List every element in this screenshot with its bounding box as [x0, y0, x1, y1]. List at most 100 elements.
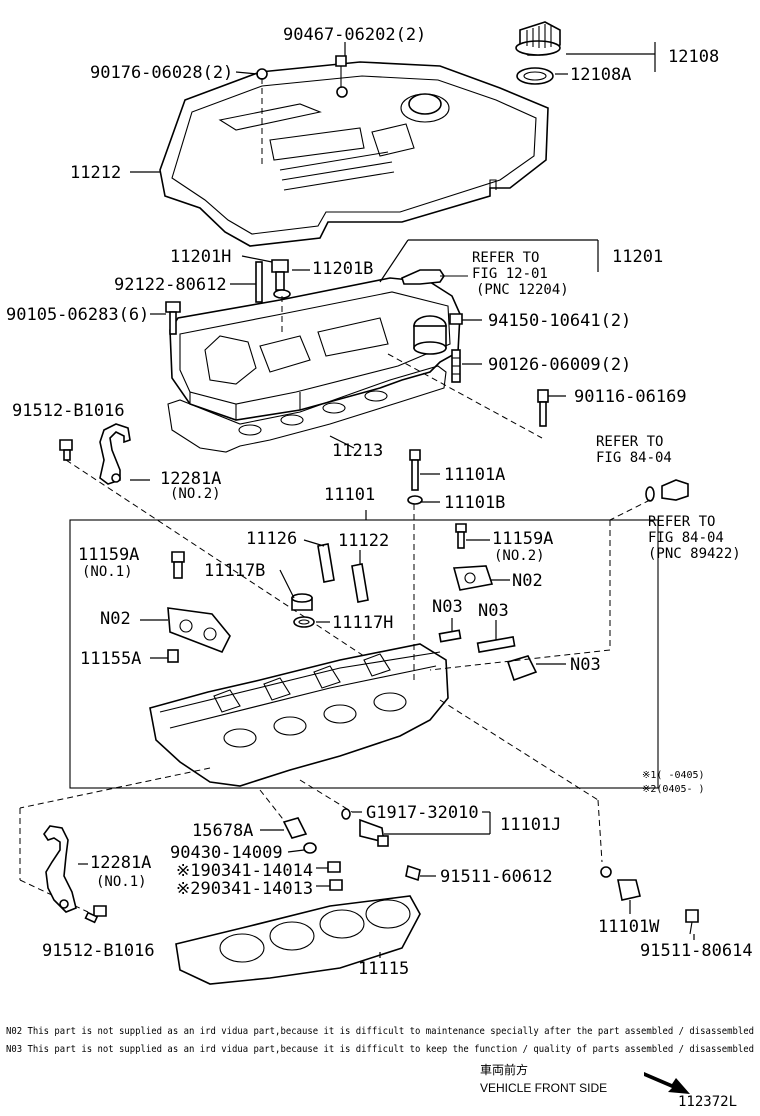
note-n02: N02 This part is not supplied as an ird … [6, 1026, 754, 1037]
ref-fig-84-04-top-line1: REFER TO [596, 434, 663, 450]
label-11122: 11122 [338, 531, 389, 551]
label-11101b: 11101B [444, 493, 505, 513]
bolt-91511-60612-drawing [405, 864, 421, 882]
label-12281a-bottom-no: (NO.1) [96, 874, 147, 890]
part-11101j-drawing [359, 818, 389, 847]
vehicle-front-side: VEHICLE FRONT SIDE [480, 1081, 607, 1095]
oil-sensor-drawing [645, 479, 689, 502]
part-11101w-drawing [600, 866, 641, 901]
label-12281a-bottom: 12281A [90, 853, 151, 873]
ref-fig-84-04-bottom-line1: REFER TO [648, 514, 715, 530]
bearing-cap-bolt-right-drawing [455, 523, 467, 549]
hanger-bolt-top-drawing [59, 439, 73, 461]
hanger-bolt-bottom-drawing [84, 905, 107, 924]
label-12281a-top: 12281A [160, 469, 221, 489]
label-12108a: 12108A [570, 65, 631, 85]
engine-cover-drawing [159, 61, 549, 247]
ref-fig-84-04-bottom-line2: FIG 84-04 [648, 530, 724, 546]
cylinder-head-drawing [149, 643, 449, 787]
dowel-pin-drawing [167, 649, 179, 663]
label-11101: 11101 [324, 485, 375, 505]
clamp-bolt-drawing [449, 313, 463, 383]
label-n03-c: N03 [570, 655, 601, 675]
label-n03-b: N03 [478, 601, 509, 621]
note-n03: N03 This part is not supplied as an ird … [6, 1044, 754, 1055]
label-90341-14013: ※290341-14013 [176, 879, 313, 899]
label-92122-80612: 92122-80612 [114, 275, 227, 295]
label-90105-06283: 90105-06283(6) [6, 305, 149, 325]
head-bolt-drawing [407, 449, 423, 505]
label-11201h: 11201H [170, 247, 231, 267]
label-g1917-32010: G1917-32010 [366, 803, 479, 823]
head-gasket-drawing [175, 895, 421, 985]
water-temp-sensor-drawing [282, 817, 317, 854]
cover-bolt-drawing [335, 55, 347, 88]
camshaft-bearing-cap-left-drawing [167, 607, 231, 654]
seal-ring-drawing [341, 808, 351, 820]
label-11115: 11115 [358, 959, 409, 979]
valve-guides-drawing [317, 543, 369, 603]
n03-pins-drawing [438, 629, 538, 682]
ref-fig-12-01-line1: REFER TO [472, 250, 539, 266]
label-90116-06169: 90116-06169 [574, 387, 687, 407]
bolt-91511-80614-drawing [685, 909, 699, 935]
label-11201b: 11201B [312, 259, 373, 279]
label-12108: 12108 [668, 47, 719, 67]
oil-filler-cap-drawing [515, 21, 561, 56]
label-11159a-left-no: (NO.1) [82, 564, 133, 580]
label-90176-06028: 90176-06028(2) [90, 63, 233, 83]
label-11213: 11213 [332, 441, 383, 461]
label-11117h: 11117H [332, 613, 393, 633]
figure-id: 112372L [678, 1094, 737, 1110]
sensor-bolts-drawing [327, 861, 343, 891]
label-11101j: 11101J [500, 815, 561, 835]
label-11212: 11212 [70, 163, 121, 183]
label-11159a-left: 11159A [78, 545, 139, 565]
label-n02-left: N02 [100, 609, 131, 629]
bearing-cap-bolt-left-drawing [171, 551, 185, 579]
label-91511-60612: 91511-60612 [440, 867, 553, 887]
label-94150-10641: 94150-10641(2) [488, 311, 631, 331]
valve-stem-cap-drawing [291, 593, 313, 611]
stud-and-grommet-drawing [255, 259, 291, 303]
label-90341-14014: ※190341-14014 [176, 861, 313, 881]
ref-fig-84-04-top-line2: FIG 84-04 [596, 450, 672, 466]
engine-hanger-no1-drawing [43, 825, 77, 913]
label-11101w: 11101W [598, 917, 660, 937]
label-91512-b1016-bottom: 91512-B1016 [42, 941, 155, 961]
legend-mark-1: ※1( -0405) [642, 770, 705, 781]
oil-filler-gasket-drawing [516, 67, 554, 85]
label-90126-06009: 90126-06009(2) [488, 355, 631, 375]
head-cover-drawing [169, 277, 461, 421]
label-15678a: 15678A [192, 821, 253, 841]
vehicle-front-jp: 車両前方 [480, 1062, 528, 1077]
label-11201: 11201 [612, 247, 663, 267]
label-90467-06202: 90467-06202(2) [283, 25, 426, 45]
valve-ring-drawing [293, 616, 315, 628]
leader-lines [78, 42, 695, 958]
pcv-valve-drawing [401, 269, 468, 285]
label-91512-b1016-top: 91512-B1016 [12, 401, 125, 421]
ref-fig-12-01-line3: (PNC 12204) [476, 282, 569, 298]
label-n02-right: N02 [512, 571, 543, 591]
ref-fig-84-04-bottom-line3: (PNC 89422) [648, 546, 741, 562]
label-91511-80614: 91511-80614 [640, 941, 753, 961]
label-11159a-right-no: (NO.2) [494, 548, 545, 564]
front-direction-arrow-icon [644, 1072, 690, 1094]
legend-mark-2: ※2(0405- ) [642, 784, 705, 795]
head-cover-bolt-drawing [165, 301, 181, 335]
label-12281a-top-no: (NO.2) [170, 486, 221, 502]
cylinder-head-group-frame [69, 519, 659, 789]
ref-fig-12-01-line2: FIG 12-01 [472, 266, 548, 282]
label-11159a-right: 11159A [492, 529, 553, 549]
label-11101a: 11101A [444, 465, 505, 485]
label-90430-14009: 90430-14009 [170, 843, 283, 863]
engine-hanger-no2-drawing [99, 423, 131, 485]
camshaft-bearing-cap-right-drawing [452, 565, 494, 591]
plug-drawing [537, 389, 549, 427]
label-11155a: 11155A [80, 649, 141, 669]
label-n03-a: N03 [432, 597, 463, 617]
label-11117b: 11117B [204, 561, 265, 581]
